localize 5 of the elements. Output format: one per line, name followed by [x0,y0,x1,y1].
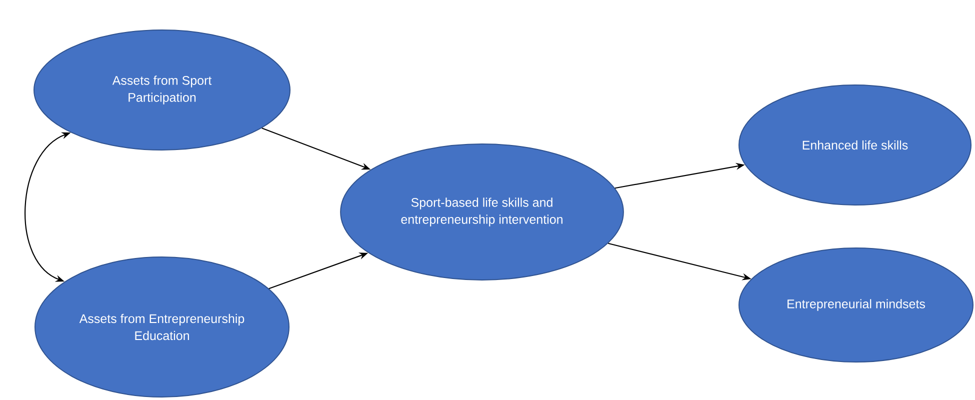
ellipse-node: Assets from Sport Participation [34,30,290,150]
ellipse-node: Assets from Entrepreneurship Education [34,256,290,398]
ellipse-node: Sport-based life skills and entrepreneurship intervention [340,144,624,280]
ellipse-node: Entrepreneurial mindsets [738,248,974,362]
ellipse-node: Enhanced life skills [738,84,972,206]
